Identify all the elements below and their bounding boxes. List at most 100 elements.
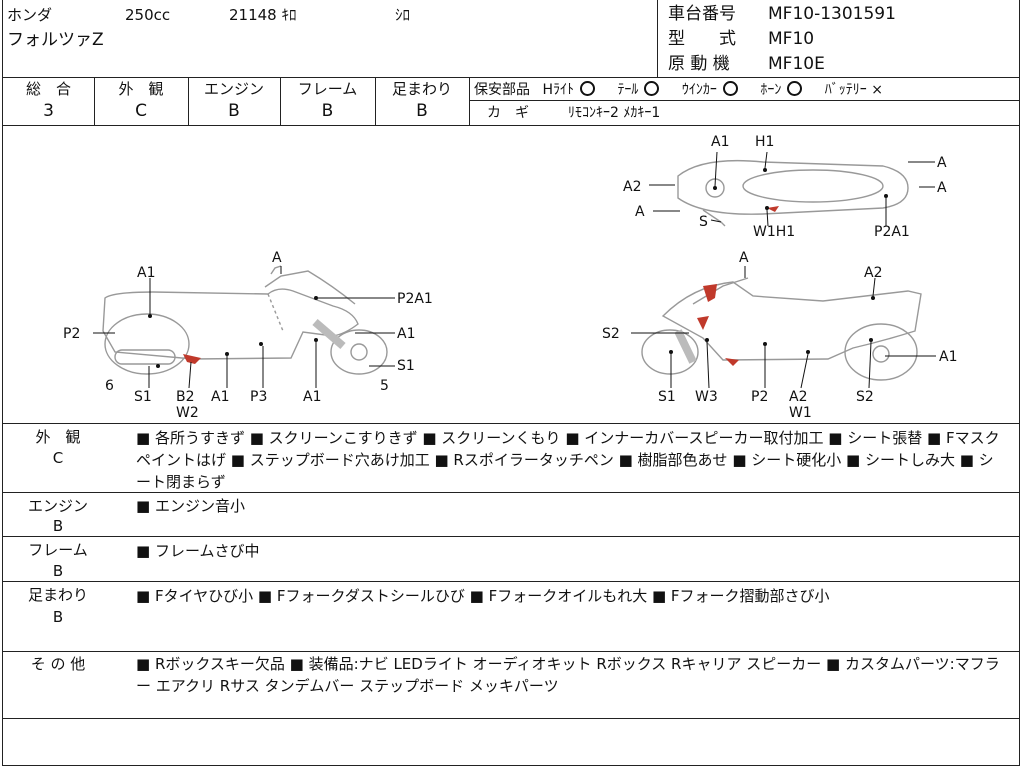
note-other-text: ■ Rボックスキー欠品 ■ 装備品:ナビ LEDライト オーディオキット Rボッ… <box>136 655 1000 695</box>
frame-grade: B <box>321 101 334 121</box>
overall-grade: 3 <box>43 101 54 121</box>
ok-mark-icon <box>644 81 660 96</box>
divider <box>3 536 1019 537</box>
diagram-label: P2 <box>751 389 768 405</box>
diagram-label: P2A1 <box>874 224 910 240</box>
note-frame-text: ■ フレームさび中 <box>136 542 260 560</box>
suspension-label: 足まわり <box>391 80 452 98</box>
diagram-label: S <box>699 214 708 230</box>
note-exterior-label: 外 観 <box>35 428 81 446</box>
diagram-label: 5 <box>380 378 389 394</box>
note-exterior-text: ■ 各所うすきず ■ スクリーンこすりきず ■ スクリーンくもり ■ インナーカ… <box>136 429 1000 491</box>
headlight-label: Hﾗｲﾄ <box>542 82 574 98</box>
note-suspension-grade: B <box>52 608 64 626</box>
divider <box>3 125 1019 126</box>
battery-mark: × <box>871 82 883 98</box>
engine-model: MF10E <box>768 54 825 74</box>
type-label: 型 式 <box>668 29 736 49</box>
body-color: ｼﾛ <box>395 6 411 24</box>
divider <box>280 77 281 125</box>
diagram-label: P2A1 <box>397 291 433 307</box>
battery-label: ﾊﾞｯﾃﾘｰ <box>824 82 867 98</box>
ok-mark-icon <box>579 81 595 96</box>
diagram-label: S1 <box>134 389 152 405</box>
engine-label: エンジン <box>203 80 264 98</box>
safety-parts: 保安部品 Hﾗｲﾄ ﾃｰﾙ ｳｲﾝｶｰ ﾎｰﾝ ﾊﾞｯﾃﾘｰ × <box>474 81 883 99</box>
diagram-label: A1 <box>303 389 321 405</box>
diagram-label: A1 <box>397 326 415 342</box>
key-value: ﾘﾓｺﾝｷｰ2 ﾒｶｷｰ1 <box>568 105 661 121</box>
diagram-label: S2 <box>602 326 620 342</box>
ok-mark-icon <box>787 81 803 96</box>
diagram-label: A <box>937 155 947 171</box>
horn-label: ﾎｰﾝ <box>760 82 782 98</box>
diagram-label: A1 <box>711 134 729 150</box>
note-suspension-text: ■ Fタイヤひび小 ■ Fフォークダストシールひび ■ Fフォークオイルもれ大 … <box>136 587 830 605</box>
note-other-label: そ の 他 <box>30 655 86 673</box>
diagram-label: P2 <box>63 326 80 342</box>
diagram-label: B2 <box>176 389 195 405</box>
diagram-label: W3 <box>695 389 718 405</box>
diagram-label: S1 <box>658 389 676 405</box>
divider <box>657 0 658 77</box>
tail-label: ﾃｰﾙ <box>617 82 639 98</box>
divider <box>375 77 376 125</box>
frame-label: フレーム <box>297 80 358 98</box>
engine-grade: B <box>228 101 240 121</box>
note-frame-grade: B <box>52 562 64 580</box>
note-exterior-grade: C <box>52 449 64 467</box>
diagram-label: A <box>937 180 947 196</box>
divider <box>188 77 189 125</box>
type-value: MF10 <box>768 29 815 49</box>
diagram-label: A2 <box>864 265 882 281</box>
diagram-label: A1 <box>137 265 155 281</box>
diagram-label: 6 <box>105 378 114 394</box>
note-suspension-label: 足まわり <box>27 586 88 604</box>
divider <box>3 423 1019 424</box>
diagram-labels: A1 H1 A A2 A A S W1H1 P2A1 A A1 P2A1 P2 … <box>63 134 957 421</box>
winker-label: ｳｲﾝｶｰ <box>681 82 717 98</box>
note-engine-label: エンジン <box>27 497 88 515</box>
note-frame-label: フレーム <box>28 541 88 559</box>
diagram-label: W1H1 <box>753 224 795 240</box>
diagram-label: A <box>739 250 749 266</box>
damage-diagram: A1 H1 A A2 A A S W1H1 P2A1 A A1 P2A1 P2 … <box>63 134 957 421</box>
diagram-label: A2 <box>623 179 641 195</box>
ok-mark-icon <box>722 81 738 96</box>
diagram-label: A <box>635 204 645 220</box>
suspension-grade: B <box>416 101 428 121</box>
damage-marks-icon <box>183 206 779 366</box>
diagram-label: A1 <box>211 389 229 405</box>
diagram-label: A2 <box>789 389 807 405</box>
engine-model-label: 原 動 機 <box>668 54 730 74</box>
divider <box>3 651 1019 652</box>
maker: ホンダ <box>7 6 53 24</box>
divider <box>3 581 1019 582</box>
divider <box>3 77 1019 78</box>
diagram-label: A <box>272 250 282 266</box>
frame-no: MF10-1301591 <box>768 4 896 24</box>
key-label: カ ギ <box>487 105 529 121</box>
overall-label: 総 合 <box>25 80 71 98</box>
diagram-label: A1 <box>939 349 957 365</box>
divider <box>469 77 470 125</box>
divider <box>3 718 1019 719</box>
exterior-grade: C <box>135 101 147 121</box>
exterior-label: 外 観 <box>118 80 164 98</box>
diagram-label: S1 <box>397 358 415 374</box>
divider <box>469 100 1019 101</box>
diagram-label: P3 <box>250 389 267 405</box>
diagram-label: H1 <box>755 134 774 150</box>
note-engine-text: ■ エンジン音小 <box>136 497 245 515</box>
diagram-label: W1 <box>789 405 812 421</box>
note-engine-grade: B <box>52 517 64 535</box>
frame-no-label: 車台番号 <box>668 4 736 24</box>
divider <box>3 492 1019 493</box>
diagram-label: W2 <box>176 405 199 421</box>
safety-label: 保安部品 <box>474 82 530 98</box>
model-name: フォルツァZ <box>7 30 104 50</box>
diagram-label: S2 <box>856 389 874 405</box>
mileage: 21148 ｷﾛ <box>229 6 297 24</box>
displacement: 250cc <box>125 6 171 24</box>
